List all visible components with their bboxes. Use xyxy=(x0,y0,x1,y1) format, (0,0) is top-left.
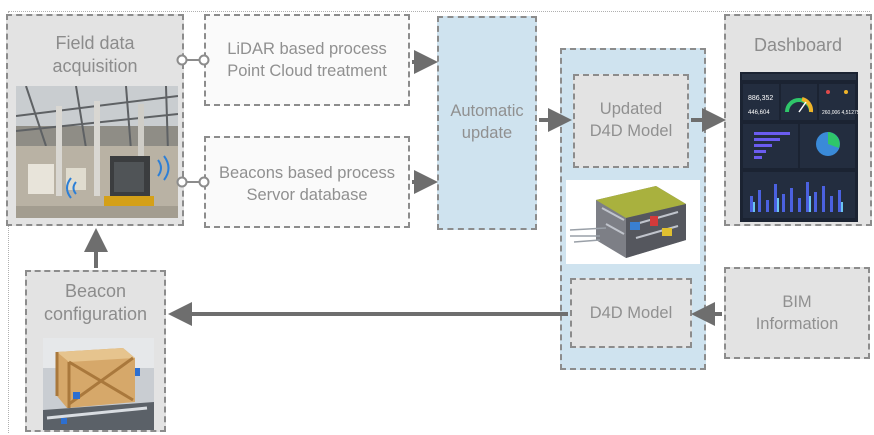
beacons-connector xyxy=(176,176,210,188)
field-data-acquisition-label: Field data acquisition xyxy=(52,33,138,76)
svg-text:260,006 4,51275: 260,006 4,51275 xyxy=(822,110,858,116)
construction-site-photo xyxy=(16,86,178,218)
field-data-acquisition-box: Field data acquisition xyxy=(6,14,184,226)
lidar-process-label: LiDAR based process Point Cloud treatmen… xyxy=(227,40,387,80)
beacon-configuration-box: Beacon configuration xyxy=(25,270,166,432)
updated-d4d-model-box: Updated D4D Model xyxy=(573,74,689,168)
dashboard-screenshot: 886,352 446,604 260,006 4,51275 xyxy=(740,72,858,222)
bim-information-box: BIM Information xyxy=(724,267,870,359)
svg-text:886,352: 886,352 xyxy=(748,95,773,102)
lidar-connector xyxy=(176,54,210,66)
dashboard-box: Dashboard 886,352 446,604 260,006 4,5127… xyxy=(724,14,872,226)
automatic-update-box: Automatic update xyxy=(437,16,537,230)
automatic-update-label: Automatic update xyxy=(450,102,524,142)
dashboard-label: Dashboard xyxy=(753,35,843,55)
bim-information-label: BIM Information xyxy=(755,293,839,333)
d4d-model-box: D4D Model xyxy=(570,278,692,348)
beacon-configuration-label: Beacon configuration xyxy=(43,281,148,324)
updated-d4d-model-label: Updated D4D Model xyxy=(589,100,673,140)
d4d-model-label: D4D Model xyxy=(589,304,673,322)
beacons-process-box: Beacons based process Servor database xyxy=(204,136,410,228)
svg-text:446,604: 446,604 xyxy=(748,110,770,116)
beacon-crate-photo xyxy=(43,338,154,430)
beacons-process-label: Beacons based process Servor database xyxy=(218,164,396,204)
d4d-3d-model-image xyxy=(566,180,700,264)
